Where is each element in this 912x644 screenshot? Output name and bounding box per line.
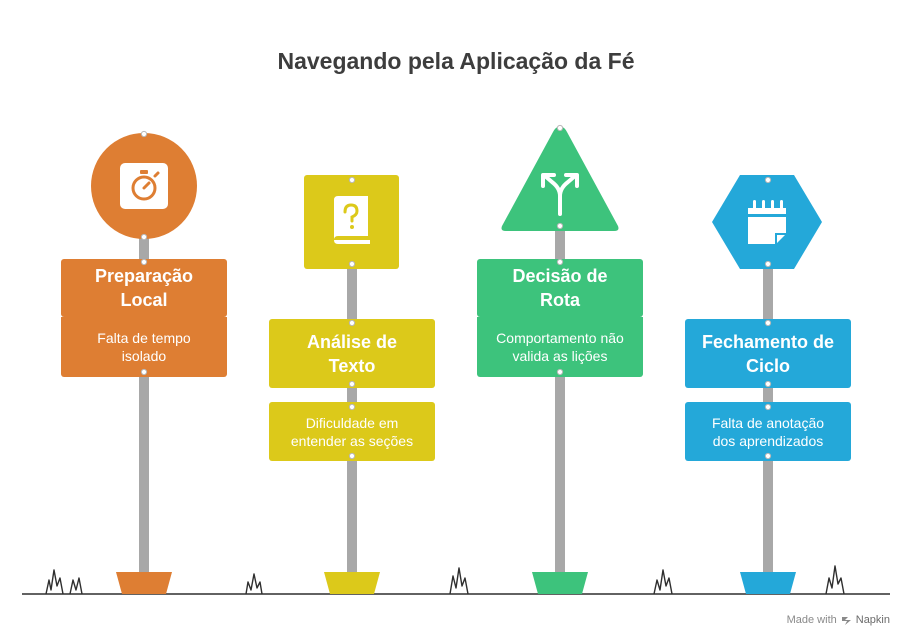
step-1-heading-sign: Preparação Local [61,259,227,317]
step-2-description-line-1: Dificuldade em [305,414,399,431]
step-1-description: Falta de tempo isolado [97,329,190,365]
step-3-heading-sign: Decisão de Rota [477,259,643,317]
pole-3 [555,228,565,575]
step-4-description-line-2: dos aprendizados [712,432,824,449]
pole-base-4 [740,572,796,594]
step-2-description-sign: Dificuldade em entender as seções [269,402,435,461]
step-2-heading-sign: Análise de Texto [269,319,435,388]
step-2-heading-line-1: Análise de [306,331,398,352]
diagram-title: Navegando pela Aplicação da Fé [277,48,635,74]
triangle-sign [501,126,619,231]
step-3-description-line-2: valida as lições [512,348,608,364]
credit-brand: Napkin [855,614,890,626]
step-4-heading: Fechamento de Ciclo [702,330,834,378]
pole-1 [139,230,149,575]
step-1-description-sign: Falta de tempo isolado [61,317,227,377]
pole-base-1 [116,572,172,594]
step-1-heading-line-2: Local [120,290,168,310]
notepad-icon [748,200,786,244]
napkin-logo-icon [841,616,851,625]
credit-prefix: Made with [786,614,837,626]
step-3-heading-line-1: Decisão de [512,266,608,286]
grass-tuft [449,567,469,595]
grass-tuft [45,569,83,595]
step-1-description-line-1: Falta de tempo [97,330,191,346]
step-4-description-line-1: Falta de anotação [711,414,825,431]
grass-tuft [825,565,845,595]
step-4-heading-line-2: Ciclo [745,355,790,376]
napkin-credit: Made with Napkin [787,614,890,626]
stopwatch-icon [120,163,168,209]
step-4-heading-line-1: Fechamento de [701,331,835,352]
pole-base-2 [324,572,380,594]
grass-tuft [653,569,673,595]
step-3-description-sign: Comportamento não valida as lições [477,317,643,377]
fork-arrows-icon [541,173,579,216]
step-2-heading-line-2: Texto [328,355,376,376]
question-book-icon [334,196,370,244]
step-2-description: Dificuldade em entender as seções [291,414,413,450]
step-1-description-line-2: isolado [121,348,167,364]
poles [139,228,773,575]
pole-bases [116,572,796,594]
step-1-heading: Preparação Local [95,264,193,312]
step-3-heading: Decisão de Rota [512,264,607,312]
step-3-description: Comportamento não valida as lições [496,329,624,365]
ground [22,565,890,595]
pole-base-3 [532,572,588,594]
step-1-heading-line-1: Preparação [94,266,194,286]
step-2-heading: Análise de Texto [307,330,397,378]
step-4-description-sign: Falta de anotação dos aprendizados [685,402,851,461]
step-3-heading-line-2: Rota [539,290,580,310]
step-2-description-line-2: entender as seções [290,432,414,449]
step-4-description: Falta de anotação dos aprendizados [712,414,824,450]
step-3-description-line-1: Comportamento não [496,330,624,346]
top-signs [91,126,822,269]
grass-tuft [245,573,263,595]
step-4-heading-sign: Fechamento de Ciclo [685,319,851,388]
